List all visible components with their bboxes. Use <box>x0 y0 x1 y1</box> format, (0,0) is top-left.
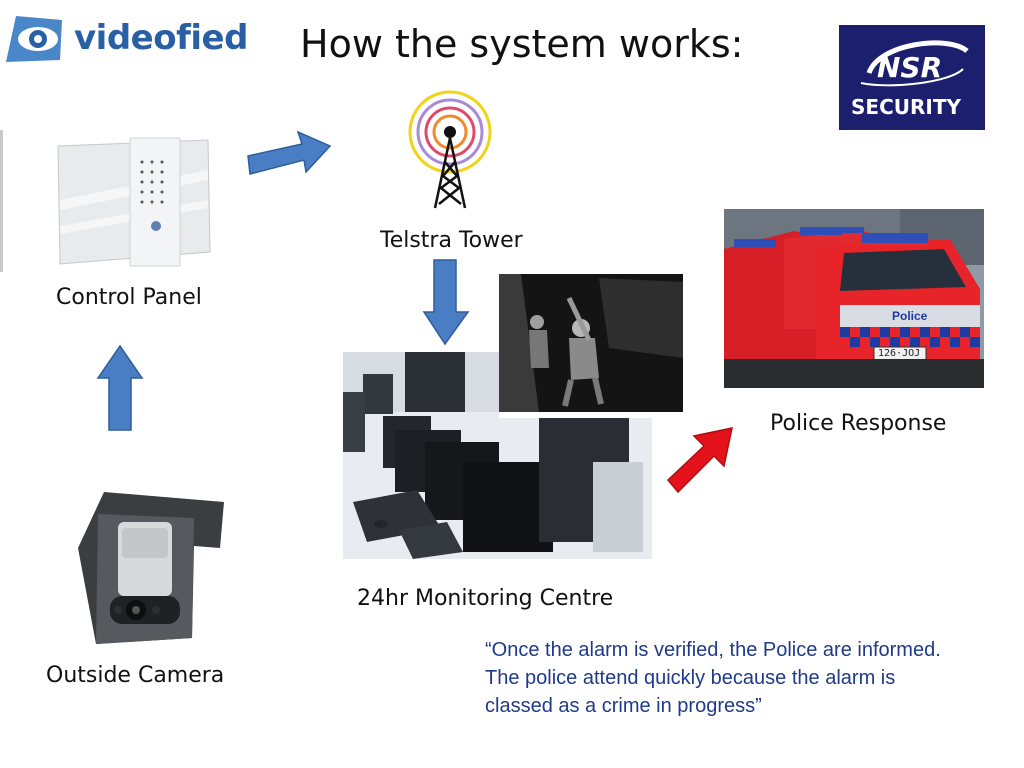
control-panel-label: Control Panel <box>56 285 202 310</box>
outside-camera-label: Outside Camera <box>46 663 225 688</box>
arrow-to-monitoring-icon <box>422 259 470 346</box>
police-car-text: Police <box>892 309 928 323</box>
arrow-to-police-icon <box>666 427 733 494</box>
police-response-label: Police Response <box>770 411 947 436</box>
videofied-wordmark: videofied <box>74 18 248 58</box>
control-panel-image <box>0 130 215 272</box>
eye-logo-icon <box>6 16 62 62</box>
police-quote: “Once the alarm is verified, the Police … <box>485 639 941 717</box>
security-logo-text: SECURITY <box>851 95 961 119</box>
night-camera-image <box>499 268 683 418</box>
arrow-to-tower-icon <box>247 130 332 175</box>
monitoring-centre-label: 24hr Monitoring Centre <box>357 586 614 611</box>
outside-camera-image <box>74 488 229 648</box>
police-cars-image: Police 126·JOJ <box>724 209 984 388</box>
nsr-logo-text: NSR <box>877 51 943 84</box>
nsr-security-logo: NSR SECURITY <box>839 25 985 130</box>
arrow-to-control-panel-icon <box>96 344 144 431</box>
police-car-plate: 126·JOJ <box>878 348 921 359</box>
videofied-logo: videofied <box>2 10 252 66</box>
telstra-tower-label: Telstra Tower <box>380 228 523 253</box>
telstra-tower-icon <box>408 90 492 209</box>
page-title: How the system works: <box>300 22 744 66</box>
